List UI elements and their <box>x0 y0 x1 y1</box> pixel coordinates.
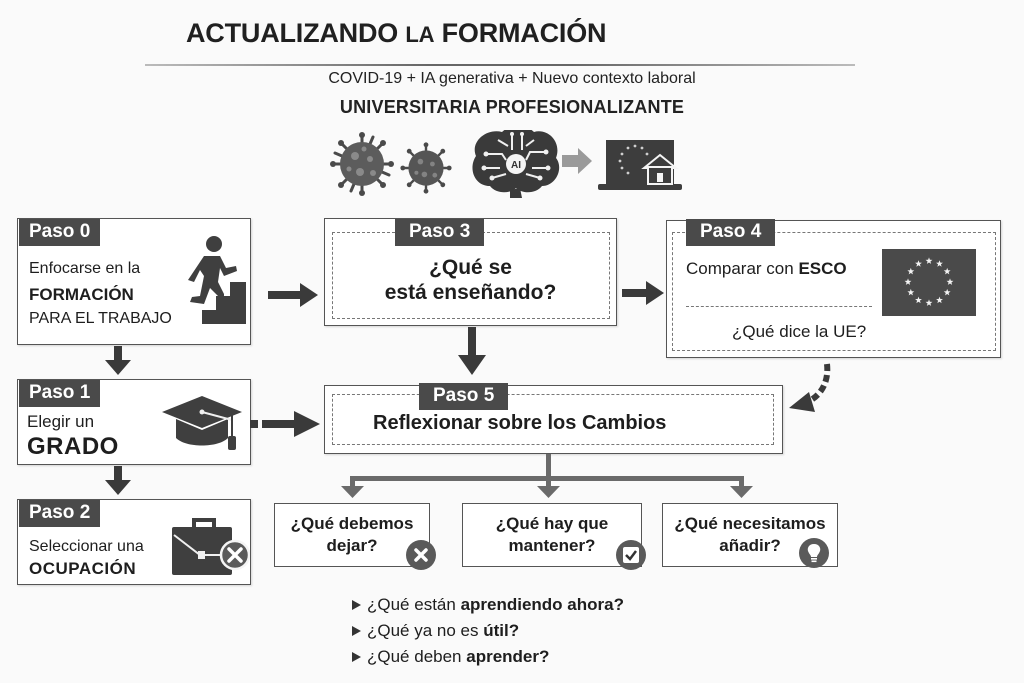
eu-star <box>915 260 922 267</box>
bullet-item: ¿Qué están aprendiendo ahora? <box>352 592 624 618</box>
question-box-anadir: ¿Qué necesitamos añadir? <box>662 503 838 567</box>
step-5-tag: Paso 5 <box>419 383 509 410</box>
eu-star <box>936 296 943 304</box>
arrow-step3-to-step4 <box>622 281 666 305</box>
bullet-triangle-icon <box>352 626 361 636</box>
bullet-bold: aprendiendo ahora? <box>460 595 624 614</box>
arrow-step1-to-step2 <box>105 466 131 496</box>
question-box-dejar: ¿Qué debemos dejar? <box>274 503 430 567</box>
question-mantener-line1: ¿Qué hay que <box>495 514 609 533</box>
title-small: LA <box>405 22 435 47</box>
step-3-text-line1: ¿Qué se <box>429 256 512 279</box>
arrow-step3-to-step5 <box>458 327 486 377</box>
step-0-text-line1: Enfocarse en la <box>29 260 141 277</box>
bullet-triangle-icon <box>352 652 361 662</box>
step-0-text-line2: FORMACIÓN <box>29 285 134 304</box>
question-anadir-line1: ¿Qué necesitamos <box>674 514 826 533</box>
stairs-climber-icon <box>180 232 248 332</box>
question-mantener-line2: mantener? <box>508 536 596 555</box>
eu-star <box>915 296 922 304</box>
eu-star <box>946 278 954 285</box>
arrow-step0-to-step3 <box>268 283 320 307</box>
branch-connector <box>330 454 760 505</box>
arrow-step4-to-step5 <box>785 360 845 420</box>
briefcase-x-icon <box>172 515 251 582</box>
ai-brain-icon: AI <box>472 126 560 198</box>
step-4-text-line1: Comparar con ESCO <box>686 259 847 279</box>
step-5-dashed-frame <box>332 394 774 445</box>
eu-star <box>907 267 915 275</box>
step-5-text-normal: Reflexionar sobre los <box>373 412 582 434</box>
step-5-box <box>324 385 783 454</box>
bullet-text: ¿Qué deben <box>367 647 462 666</box>
eu-star <box>925 299 933 306</box>
step-4-dashed-frame <box>672 232 996 351</box>
eu-star <box>904 278 912 285</box>
virus-icon <box>400 142 452 194</box>
bullet-item: ¿Qué deben aprender? <box>352 644 624 670</box>
eu-star <box>943 267 951 275</box>
step-1-tag: Paso 1 <box>19 380 101 407</box>
step-5-text: Reflexionar sobre los Cambios <box>373 412 666 435</box>
subtitle: COVID-19 + IA generativa + Nuevo context… <box>328 70 696 87</box>
bullet-item: ¿Qué ya no es útil? <box>352 618 624 644</box>
bullet-bold: útil? <box>483 621 520 640</box>
title-part2: FORMACIÓN <box>434 18 607 48</box>
step-3-tag: Paso 3 <box>395 219 485 246</box>
step-0-tag: Paso 0 <box>19 219 101 246</box>
header-icons: AI <box>330 126 690 198</box>
step-4-text-bold: ESCO <box>798 259 847 278</box>
bullet-bold: aprender? <box>466 647 550 666</box>
reflection-bullets: ¿Qué están aprendiendo ahora? ¿Qué ya no… <box>352 592 624 670</box>
brain-ai-label: AI <box>511 160 521 171</box>
graduation-cap-icon <box>162 392 244 459</box>
virus-icon <box>330 132 394 196</box>
step-4-text-line2: ¿Qué dice la UE? <box>732 322 867 341</box>
question-dejar-line2: dejar? <box>326 536 378 555</box>
step-2-text-line1: Seleccionar una <box>29 538 144 555</box>
lightbulb-icon <box>799 538 829 568</box>
eu-star <box>936 260 943 267</box>
question-anadir-line2: añadir? <box>719 536 781 555</box>
checkbox-icon <box>616 540 646 570</box>
step-2-tag: Paso 2 <box>19 500 101 527</box>
step-2-text-line2: OCUPACIÓN <box>29 559 137 578</box>
step-0-text-line3: PARA EL TRABAJO <box>29 310 172 327</box>
question-box-mantener: ¿Qué hay que mantener? <box>462 503 642 567</box>
question-dejar-line1: ¿Qué debemos <box>290 514 414 533</box>
bullet-text: ¿Qué están <box>367 595 456 614</box>
eu-star <box>925 257 933 264</box>
laptop-eu-home-icon <box>598 140 682 190</box>
step-4-divider <box>686 306 872 307</box>
title-divider <box>145 64 855 66</box>
x-circle-icon <box>406 540 436 570</box>
bullet-text: ¿Qué ya no es <box>367 621 479 640</box>
step-4-text-normal: Comparar con <box>686 259 799 278</box>
title-part1: ACTUALIZANDO <box>186 18 406 48</box>
page-title: ACTUALIZANDO LA FORMACIÓN <box>186 18 606 49</box>
arrow-right-icon <box>562 148 592 174</box>
eu-star <box>943 288 951 296</box>
arrow-step0-to-step1 <box>105 346 131 376</box>
step-3-text-line2: está enseñando? <box>384 281 557 304</box>
subtitle-secondary: UNIVERSITARIA PROFESIONALIZANTE <box>339 97 685 117</box>
step-4-tag: Paso 4 <box>686 219 776 246</box>
step-1-text-line2: GRADO <box>27 433 119 460</box>
step-1-text-line1: Elegir un <box>27 412 95 431</box>
arrow-step1-to-step5 <box>250 411 322 437</box>
bullet-triangle-icon <box>352 600 361 610</box>
eu-flag-icon <box>882 249 976 316</box>
step-5-text-bold: Cambios <box>581 412 667 434</box>
eu-star <box>907 288 915 296</box>
